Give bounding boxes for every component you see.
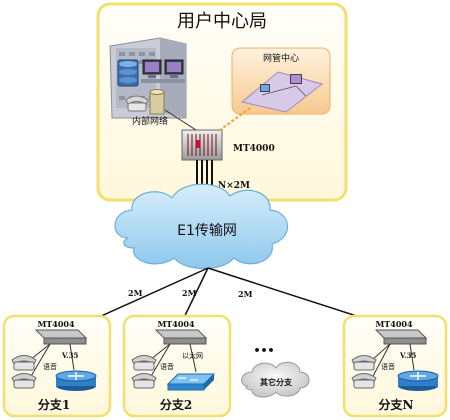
e1-network-label: E1传输网 <box>177 223 237 239</box>
mt4000-label: MT4000 <box>233 144 275 154</box>
mt4004-device-icon <box>34 329 88 345</box>
ellipsis-dots: ••• <box>253 344 274 357</box>
voice-label: 语音 <box>381 362 395 371</box>
telephone-icon <box>125 95 149 112</box>
branch-device-label: MT4004 <box>375 319 413 329</box>
telephone-icon <box>351 373 377 389</box>
telephone-icon <box>11 373 37 389</box>
ethernet-switch-icon <box>166 373 216 391</box>
telephone-icon <box>131 373 157 389</box>
router-icon <box>397 370 439 391</box>
workstation-icon <box>163 59 185 83</box>
e1-network-cloud: E1传输网 <box>114 183 289 269</box>
telephone-icon <box>11 355 37 371</box>
telephone-icon <box>351 355 377 371</box>
hq-title: 用户中心局 <box>177 11 267 32</box>
nms-panel: 网管中心 <box>231 47 331 115</box>
nms-label: 网管中心 <box>263 52 299 64</box>
branch-device-label: MT4004 <box>157 319 195 329</box>
pbx-icon <box>149 89 165 115</box>
workstation-icon <box>141 59 163 83</box>
voice-label: 语音 <box>43 362 57 371</box>
link-label-2: 2M <box>182 288 197 298</box>
mt4004-device-icon <box>154 329 208 345</box>
branch-device-label: MT4004 <box>37 319 75 329</box>
hq-box: 用户中心局 <box>96 2 348 202</box>
port-label: V.35 <box>61 351 79 360</box>
other-branches-cloud: 其它分支 <box>241 361 310 398</box>
port-label: V.35 <box>399 351 417 360</box>
branch-name: 分支N <box>379 397 414 412</box>
server-icon <box>117 59 139 87</box>
uplink-label: N×2M <box>218 181 250 191</box>
branch-name: 分支1 <box>38 397 70 412</box>
link-label-1: 2M <box>128 288 143 298</box>
branch-box-n: MT4004 语音 V.35 分支N <box>342 314 448 418</box>
mt4000-device-icon <box>181 129 223 161</box>
port-label: 以太网 <box>182 351 203 360</box>
branch-box-1: MT4004 语音 V.35 分支1 <box>2 314 112 418</box>
link-label-3: 2M <box>238 289 253 299</box>
mt4004-device-icon <box>374 329 428 345</box>
telephone-icon <box>131 355 157 371</box>
voice-label: 语音 <box>160 362 174 371</box>
branch-name: 分支2 <box>160 397 192 412</box>
branch-box-2: MT4004 语音 以太网 分支2 <box>122 314 232 418</box>
computer-icon <box>260 84 270 92</box>
lan-label: 内部网络 <box>132 115 168 127</box>
computer-icon <box>290 74 302 84</box>
other-branches-label: 其它分支 <box>260 377 293 387</box>
router-icon <box>55 370 97 391</box>
